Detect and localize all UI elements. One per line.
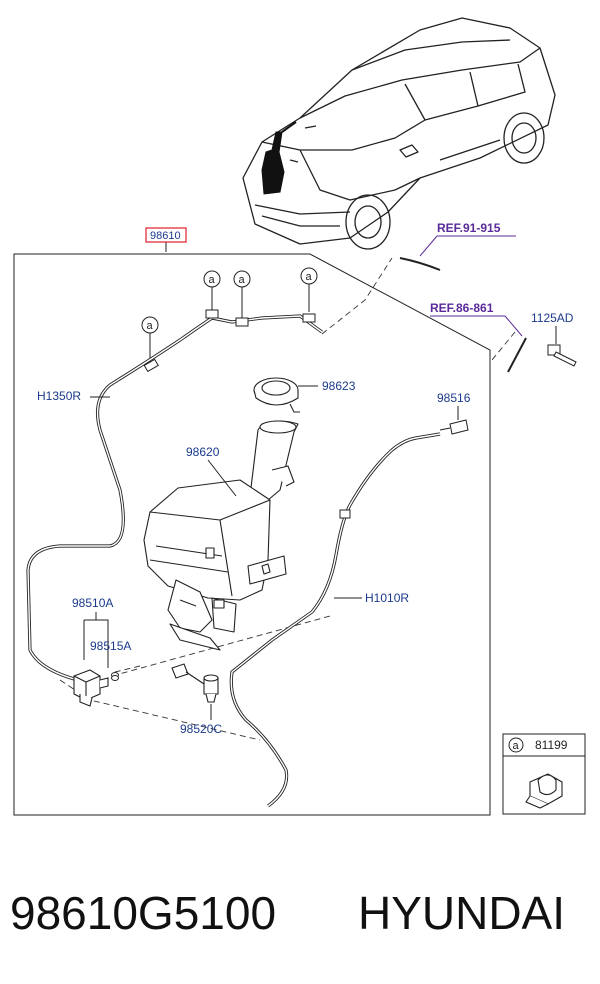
vehicle-reservoir-highlight bbox=[261, 121, 297, 195]
cap-part bbox=[253, 377, 300, 413]
assembly-frame bbox=[13, 253, 491, 816]
legend-box: a 81199 bbox=[502, 733, 586, 815]
grommet-label: 98515A bbox=[90, 639, 131, 653]
assembly-label: 98610 bbox=[150, 230, 181, 242]
reservoir-label: 98620 bbox=[186, 445, 220, 459]
assembly-label-box bbox=[145, 227, 187, 243]
parts-diagram: 98610 REF.91-915 REF.86-861 1125AD a a a bbox=[13, 17, 586, 816]
legend-callout-circle bbox=[508, 737, 524, 753]
reservoir-part bbox=[143, 420, 299, 651]
hose-right-clip bbox=[339, 509, 351, 519]
hose-right-label: H1010R bbox=[365, 591, 409, 605]
bolt-part bbox=[547, 344, 577, 367]
svg-text:a: a bbox=[209, 274, 216, 286]
level-sensor-label: 98520C bbox=[180, 722, 222, 736]
legend-part-number: 81199 bbox=[535, 738, 568, 752]
hose-left bbox=[26, 314, 323, 682]
dashed-connectors bbox=[59, 257, 516, 741]
part-number-caption: 98610G5100 bbox=[10, 887, 277, 939]
svg-text:a: a bbox=[239, 274, 246, 286]
callout-a-1: a bbox=[141, 316, 159, 362]
hose-left-label: H1350R bbox=[37, 389, 81, 403]
ref-lower-label: REF.86-861 bbox=[430, 301, 494, 315]
hose-clips bbox=[143, 309, 316, 373]
nozzle-label: 98516 bbox=[437, 391, 471, 405]
vehicle-illustration bbox=[242, 17, 556, 250]
callout-a-4: a bbox=[300, 267, 318, 312]
brand-caption: HYUNDAI bbox=[358, 887, 566, 939]
grommet-part bbox=[111, 672, 119, 681]
legend-letter: a bbox=[513, 740, 520, 752]
level-sensor-part bbox=[171, 663, 219, 703]
callout-a-3: a bbox=[233, 270, 251, 318]
pump-part bbox=[73, 669, 109, 707]
callout-a-2: a bbox=[203, 270, 221, 310]
cap-label: 98623 bbox=[322, 379, 356, 393]
svg-text:a: a bbox=[306, 271, 313, 283]
ref-upper-label: REF.91-915 bbox=[437, 221, 501, 235]
clip-part bbox=[525, 773, 563, 809]
hose-right bbox=[229, 432, 441, 808]
bolt-label: 1125AD bbox=[531, 311, 574, 325]
svg-text:a: a bbox=[147, 320, 154, 332]
nozzle-part bbox=[439, 419, 469, 435]
pump-label: 98510A bbox=[72, 596, 113, 610]
